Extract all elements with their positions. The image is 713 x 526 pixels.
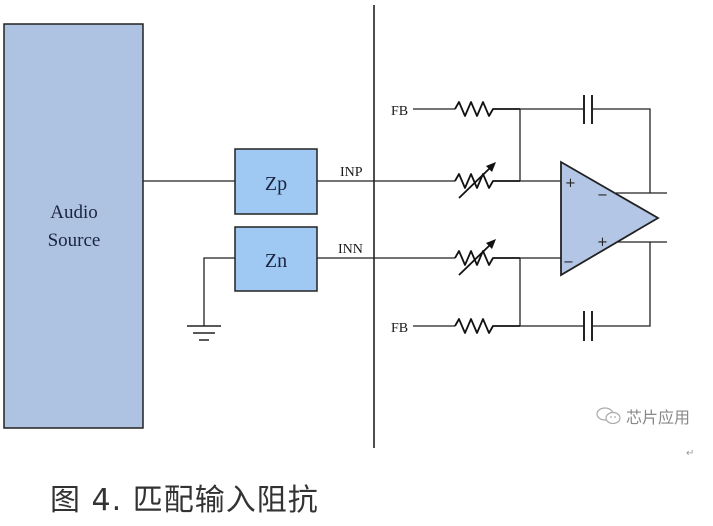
ground-icon (187, 325, 221, 341)
capacitor-bottom-icon (583, 311, 593, 341)
audio-source-label-line2: Source (48, 230, 101, 251)
fb-top-label: FB (391, 104, 408, 119)
watermark: 芯片应用 (596, 404, 690, 428)
inp-label: INP (340, 165, 363, 180)
wire-cap-top-right (592, 108, 651, 193)
resistor-fb-bottom-icon (454, 318, 520, 334)
zp-label: Zp (265, 173, 287, 195)
opamp-input-plus: + (565, 176, 576, 191)
fully-differential-opamp: + − − + (560, 160, 667, 277)
audio-source-block: Audio Source (3, 23, 144, 429)
zp-block: Zp (234, 148, 318, 215)
opamp-output-plus: + (597, 235, 608, 250)
figure-caption: 图 4. 匹配输入阻抗 (50, 483, 319, 518)
watermark-text: 芯片应用 (626, 408, 691, 427)
audio-source-label-line1: Audio (50, 202, 98, 223)
opamp-triangle-icon (560, 160, 660, 277)
variable-resistor-inp-icon (454, 162, 520, 199)
wechat-icon (596, 407, 621, 425)
zn-label: Zn (265, 250, 287, 272)
inn-label: INN (338, 242, 363, 257)
fb-bottom-label: FB (391, 321, 408, 336)
opamp-output-minus: − (597, 188, 608, 203)
variable-resistor-inn-icon (454, 239, 520, 276)
audio-source-box (3, 23, 144, 429)
zn-block: Zn (234, 226, 318, 292)
wire-zn-to-ground (203, 257, 235, 326)
opamp-input-minus: − (563, 255, 574, 270)
capacitor-top-icon (583, 95, 593, 124)
resistor-fb-top-icon (454, 101, 520, 117)
wire-cap-bottom-right (592, 242, 651, 327)
zn-box (234, 226, 318, 292)
paragraph-mark: ↵ (686, 448, 695, 459)
